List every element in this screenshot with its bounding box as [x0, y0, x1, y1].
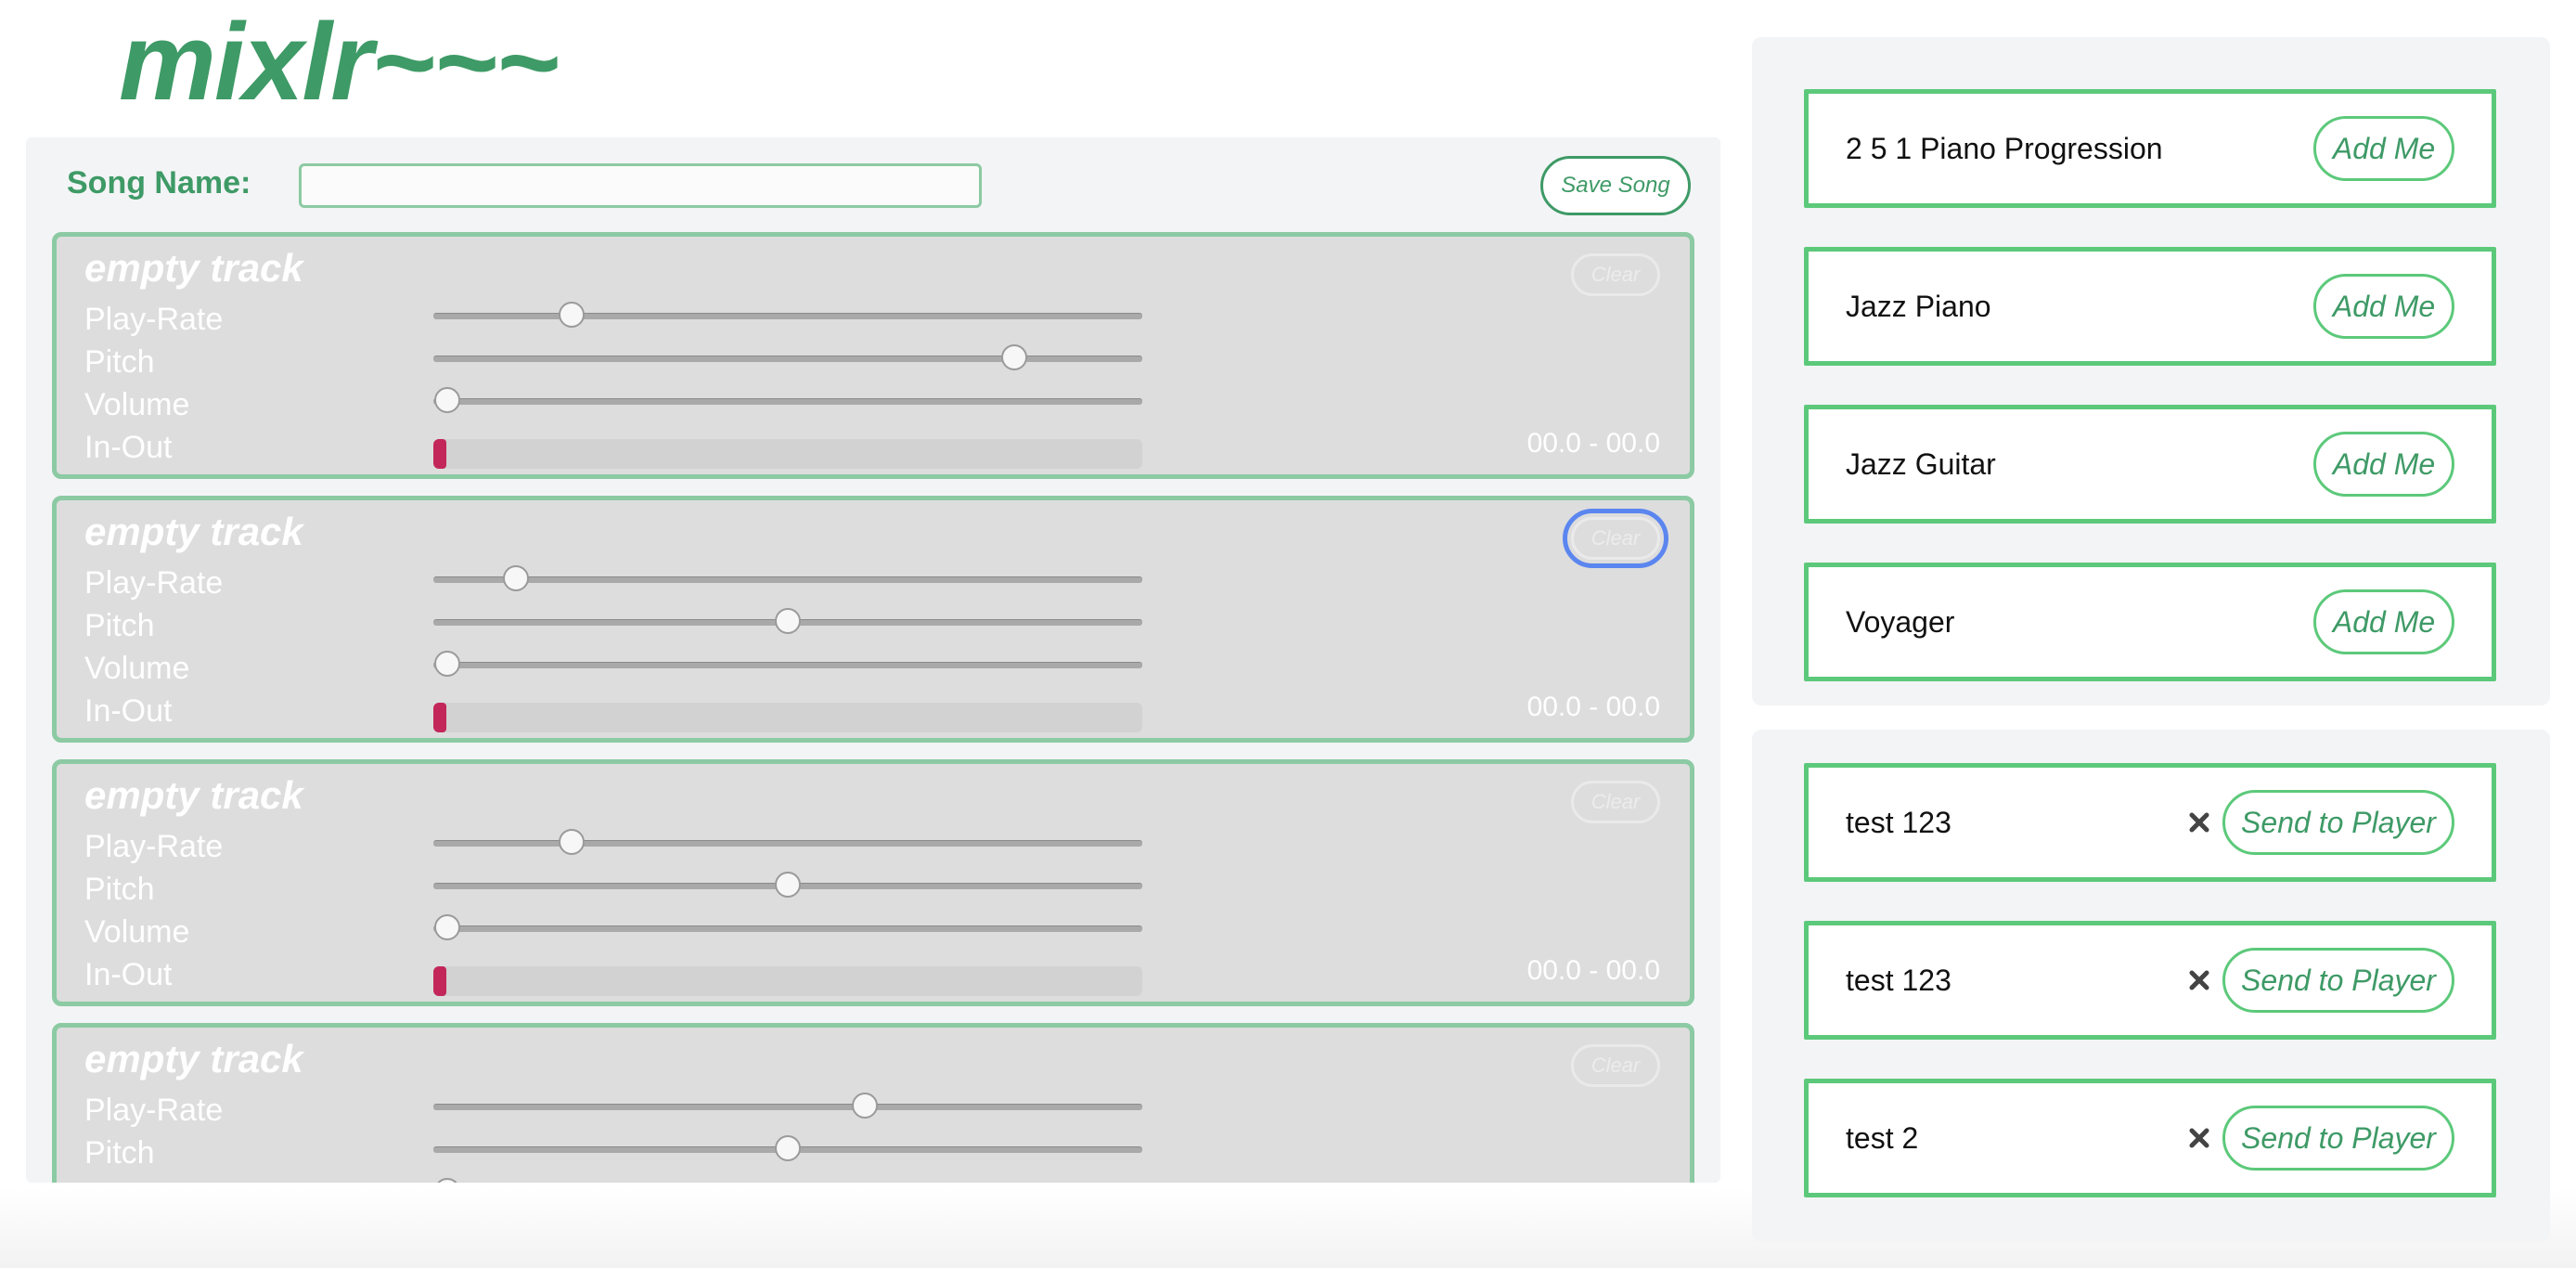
- delete-x-icon[interactable]: [2178, 801, 2221, 844]
- send-to-player-button[interactable]: Send to Player: [2222, 1106, 2454, 1171]
- play-rate-label: Play-Rate: [84, 565, 224, 601]
- volume-slider-track: [433, 925, 1142, 932]
- song-name-label: Song Name:: [67, 165, 251, 201]
- pitch-slider[interactable]: [433, 872, 1142, 898]
- volume-label: Volume: [84, 914, 190, 950]
- add-me-button[interactable]: Add Me: [2313, 589, 2454, 654]
- send-to-player-button[interactable]: Send to Player: [2222, 948, 2454, 1013]
- saved-song-name: test 123: [1846, 964, 1951, 997]
- pitch-slider-track: [433, 356, 1142, 362]
- volume-slider-thumb[interactable]: [434, 651, 461, 677]
- library-item: 2 5 1 Piano Progression Add Me: [1804, 89, 2496, 208]
- sound-library-panel: 2 5 1 Piano Progression Add Me Jazz Pian…: [1752, 37, 2550, 705]
- pitch-slider-thumb[interactable]: [775, 1135, 801, 1161]
- play-rate-slider-thumb[interactable]: [502, 565, 529, 591]
- saved-song-item: test 2 Send to Player: [1804, 1079, 2496, 1197]
- library-item: Voyager Add Me: [1804, 563, 2496, 681]
- clear-track-button[interactable]: Clear: [1571, 1044, 1660, 1087]
- delete-x-icon[interactable]: [2178, 1117, 2221, 1159]
- in-out-handle[interactable]: [433, 966, 446, 996]
- in-out-label: In-Out: [84, 693, 173, 729]
- add-me-button[interactable]: Add Me: [2313, 116, 2454, 181]
- library-item: Jazz Guitar Add Me: [1804, 405, 2496, 524]
- saved-song-item: test 123 Send to Player: [1804, 921, 2496, 1040]
- in-out-label: In-Out: [84, 957, 173, 992]
- clear-track-button[interactable]: Clear: [1571, 781, 1660, 823]
- track-title: empty track: [84, 773, 303, 817]
- saved-song-name: test 2: [1846, 1121, 1919, 1155]
- volume-label: Volume: [84, 1180, 189, 1183]
- play-rate-slider-thumb[interactable]: [852, 1093, 879, 1119]
- add-me-button[interactable]: Add Me: [2313, 274, 2454, 339]
- in-out-range[interactable]: [433, 439, 1142, 469]
- track-title: empty track: [84, 1037, 303, 1080]
- track-title: empty track: [84, 246, 303, 290]
- pitch-label: Pitch: [84, 344, 155, 380]
- volume-label: Volume: [84, 651, 190, 686]
- library-item-name: Voyager: [1846, 605, 1955, 639]
- volume-label: Volume: [84, 387, 190, 422]
- volume-slider-thumb[interactable]: [434, 914, 461, 940]
- play-rate-label: Play-Rate: [84, 302, 224, 337]
- song-name-input[interactable]: [299, 163, 982, 208]
- pitch-slider[interactable]: [433, 608, 1142, 634]
- saved-songs-panel: test 123 Send to Player test 123 Send to…: [1752, 730, 2550, 1242]
- pitch-slider[interactable]: [433, 1135, 1142, 1161]
- pitch-label: Pitch: [84, 872, 155, 907]
- library-item-name: Jazz Piano: [1846, 290, 1991, 323]
- library-item: Jazz Piano Add Me: [1804, 247, 2496, 366]
- pitch-slider-thumb[interactable]: [775, 872, 801, 898]
- in-out-time: 00.0 - 00.0: [1526, 955, 1660, 986]
- save-song-button[interactable]: Save Song: [1540, 156, 1691, 215]
- pitch-slider-thumb[interactable]: [1001, 344, 1028, 370]
- send-to-player-button[interactable]: Send to Player: [2222, 790, 2454, 855]
- play-rate-slider[interactable]: [433, 302, 1142, 328]
- library-item-name: Jazz Guitar: [1846, 447, 1996, 481]
- in-out-range[interactable]: [433, 966, 1142, 996]
- library-item-name: 2 5 1 Piano Progression: [1846, 132, 2163, 165]
- app-logo: mixlr~~~: [119, 1, 560, 123]
- add-me-button[interactable]: Add Me: [2313, 432, 2454, 497]
- saved-song-name: test 123: [1846, 806, 1951, 839]
- play-rate-slider-thumb[interactable]: [558, 302, 585, 328]
- in-out-handle[interactable]: [433, 439, 446, 469]
- in-out-handle[interactable]: [433, 703, 446, 732]
- play-rate-label: Play-Rate: [84, 1093, 224, 1128]
- play-rate-slider[interactable]: [433, 1093, 1142, 1119]
- in-out-range[interactable]: [433, 703, 1142, 732]
- pitch-slider-thumb[interactable]: [775, 608, 801, 634]
- volume-slider[interactable]: [433, 651, 1142, 677]
- play-rate-label: Play-Rate: [84, 829, 224, 864]
- clear-track-button[interactable]: Clear: [1563, 509, 1668, 568]
- play-rate-slider[interactable]: [433, 829, 1142, 855]
- clear-track-button[interactable]: Clear: [1571, 253, 1660, 296]
- play-rate-slider-track: [433, 313, 1142, 319]
- saved-song-item: test 123 Send to Player: [1804, 763, 2496, 882]
- in-out-time: 00.0 - 00.0: [1526, 428, 1660, 459]
- volume-slider[interactable]: [433, 387, 1142, 413]
- play-rate-slider[interactable]: [433, 565, 1142, 591]
- delete-x-icon[interactable]: [2178, 959, 2221, 1002]
- track-title: empty track: [84, 510, 303, 553]
- play-rate-slider-track: [433, 576, 1142, 583]
- volume-slider-thumb[interactable]: [434, 387, 461, 413]
- play-rate-slider-track: [433, 1104, 1142, 1110]
- pitch-label: Pitch: [84, 1135, 155, 1171]
- in-out-time: 00.0 - 00.0: [1526, 692, 1660, 722]
- volume-slider[interactable]: [433, 914, 1142, 940]
- in-out-label: In-Out: [84, 430, 173, 465]
- volume-slider-track: [433, 662, 1142, 668]
- track-card: empty trackClearPlay-RatePitchVolumeIn-O…: [52, 1023, 1694, 1183]
- pitch-label: Pitch: [84, 608, 155, 643]
- play-rate-slider-track: [433, 840, 1142, 847]
- pitch-slider[interactable]: [433, 344, 1142, 370]
- volume-slider-track: [433, 398, 1142, 405]
- volume-slider-thumb[interactable]: [434, 1178, 461, 1183]
- play-rate-slider-thumb[interactable]: [558, 829, 585, 855]
